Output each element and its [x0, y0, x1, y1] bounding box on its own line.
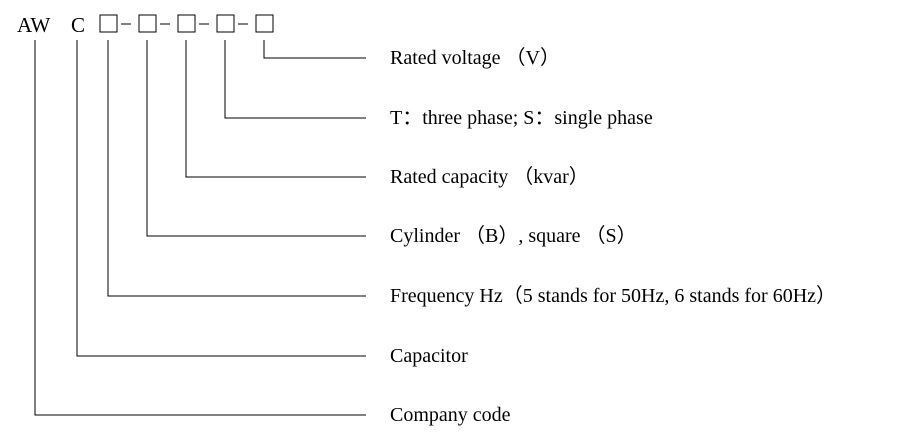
code-box-frequency: [99, 14, 118, 33]
leader-line-shape: [146, 40, 366, 237]
label-rated-capacity: Rated capacity （kvar）: [390, 165, 589, 188]
leader-line-frequency: [107, 40, 366, 297]
leader-line-capacity: [185, 40, 366, 178]
label-phase: T：three phase; S：single phase: [390, 107, 653, 129]
code-box-voltage: [255, 14, 274, 33]
leader-line-company-code: [34, 40, 366, 416]
code-box-shape: [138, 14, 157, 33]
code-prefix-aw: AW: [17, 13, 50, 37]
code-box-phase: [216, 14, 235, 33]
code-box-capacity: [177, 14, 196, 33]
leader-line-voltage: [263, 40, 366, 59]
leader-line-capacitor: [76, 40, 366, 357]
leader-line-phase: [224, 40, 366, 119]
label-rated-voltage: Rated voltage （V）: [390, 46, 560, 69]
label-capacitor: Capacitor: [390, 345, 468, 367]
code-prefix-c: C: [71, 13, 85, 37]
label-frequency: Frequency Hz（5 stands for 50Hz, 6 stands…: [390, 284, 836, 307]
label-company-code: Company code: [390, 404, 511, 426]
label-shape: Cylinder （B）, square （S）: [390, 224, 637, 247]
